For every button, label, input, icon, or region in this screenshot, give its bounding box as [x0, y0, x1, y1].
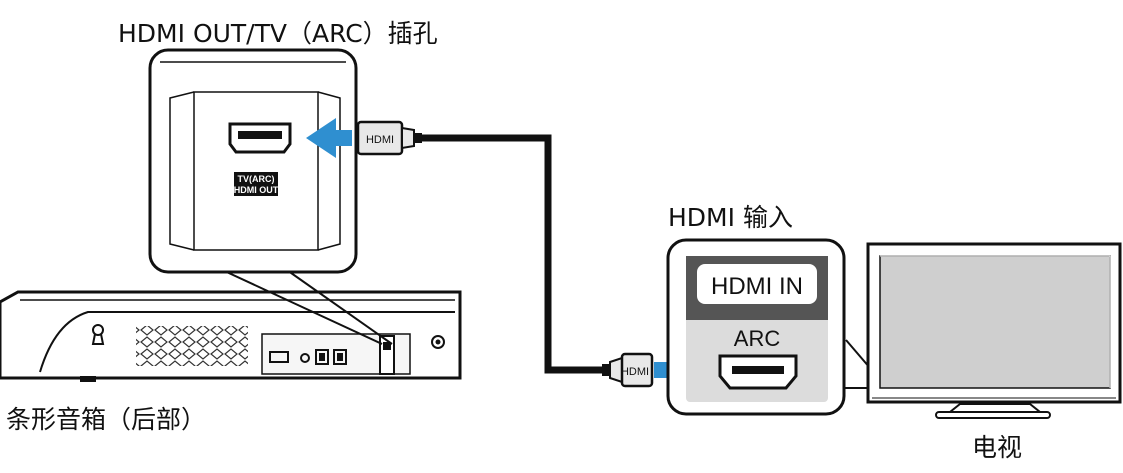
- tv-input-label: HDMI 输入: [668, 203, 793, 232]
- tv-port-zoom-panel: HDMI IN ARC: [666, 238, 846, 416]
- jack-label-line2: HDMI OUT: [234, 185, 279, 195]
- soundbar-port-panel: [261, 333, 445, 375]
- usb-port-icon: [269, 351, 289, 363]
- screw-icon: [431, 335, 445, 349]
- tv-port-sub: ARC: [734, 326, 781, 351]
- arrow-to-soundbar-icon: [306, 118, 352, 158]
- soundbar-port-label: HDMI OUT/TV（ARC）插孔: [118, 19, 438, 48]
- wall-mount-keyhole-icon: [91, 324, 105, 345]
- hdmi-plug-soundbar-end: HDMI: [356, 120, 422, 156]
- hdmi-plug-tv-end: HDMI: [602, 352, 654, 388]
- svg-text:HDMI: HDMI: [366, 134, 394, 146]
- soundbar-label: 条形音箱（后部）: [6, 405, 207, 434]
- jack-label-line1: TV(ARC): [238, 174, 275, 184]
- hdmi-cable: [420, 134, 606, 374]
- tv-port-header: HDMI IN: [711, 273, 803, 300]
- optical-port-2-icon: [333, 349, 347, 365]
- vent-grille: [136, 326, 248, 366]
- hdmi-jack-zoom-panel: TV(ARC) HDMI OUT: [148, 48, 358, 274]
- optical-port-icon: [315, 349, 329, 365]
- power-jack-icon: [300, 353, 310, 363]
- tv-icon: [866, 242, 1122, 419]
- tv-label: 电视: [972, 433, 1023, 462]
- svg-text:HDMI: HDMI: [621, 366, 649, 378]
